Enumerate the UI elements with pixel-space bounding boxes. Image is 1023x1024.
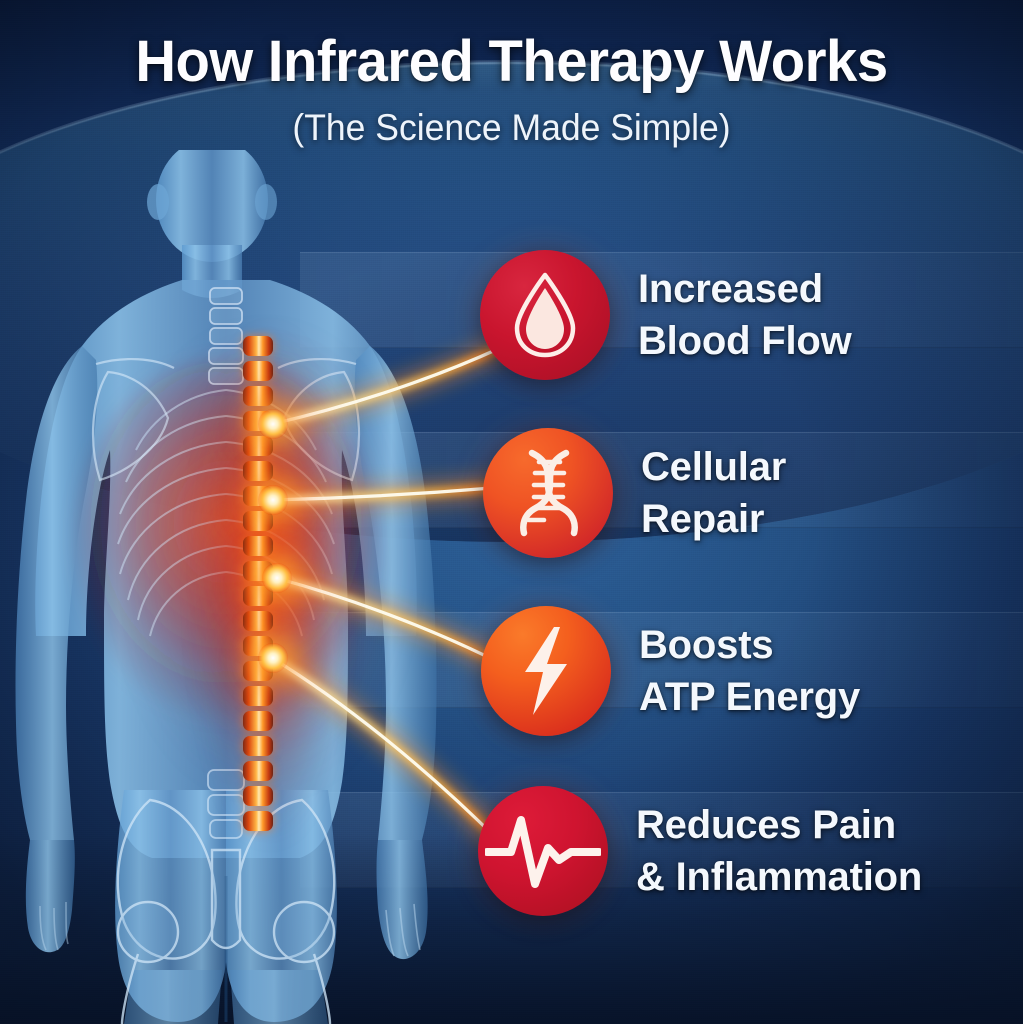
spine-emission-node-1	[258, 409, 288, 439]
pain-inflammation-icon-badge[interactable]	[478, 786, 608, 916]
dna-helix-icon	[520, 449, 578, 537]
page-title: How Infrared Therapy Works	[135, 29, 888, 94]
atp-energy-icon-badge[interactable]	[481, 606, 611, 736]
legs	[124, 970, 328, 1024]
heartbeat-pulse-icon	[485, 816, 601, 888]
spine-emission-node-2	[258, 485, 288, 515]
title-block: How Infrared Therapy Works (The Science …	[0, 28, 1023, 149]
blood-drop-icon	[514, 272, 576, 358]
benefit-label-blood-flow: Increased Blood Flow	[638, 267, 852, 363]
benefit-item-pain-inflammation[interactable]: Reduces Pain & Inflammation	[478, 786, 922, 916]
page-subtitle: (The Science Made Simple)	[292, 107, 731, 148]
benefit-item-atp-energy[interactable]: Boosts ATP Energy	[481, 606, 860, 736]
spine-emission-node-4	[258, 643, 288, 673]
benefit-label-pain-inflammation: Reduces Pain & Inflammation	[636, 803, 923, 899]
benefit-item-cellular-repair[interactable]: Cellular Repair	[483, 428, 786, 558]
benefit-item-blood-flow[interactable]: Increased Blood Flow	[480, 250, 852, 380]
benefit-label-atp-energy: Boosts ATP Energy	[639, 623, 861, 719]
spine-emission-node-3	[262, 563, 292, 593]
blood-flow-icon-badge[interactable]	[480, 250, 610, 380]
lightning-bolt-icon	[525, 627, 567, 715]
benefit-label-cellular-repair: Cellular Repair	[641, 445, 787, 541]
cellular-repair-icon-badge[interactable]	[483, 428, 613, 558]
